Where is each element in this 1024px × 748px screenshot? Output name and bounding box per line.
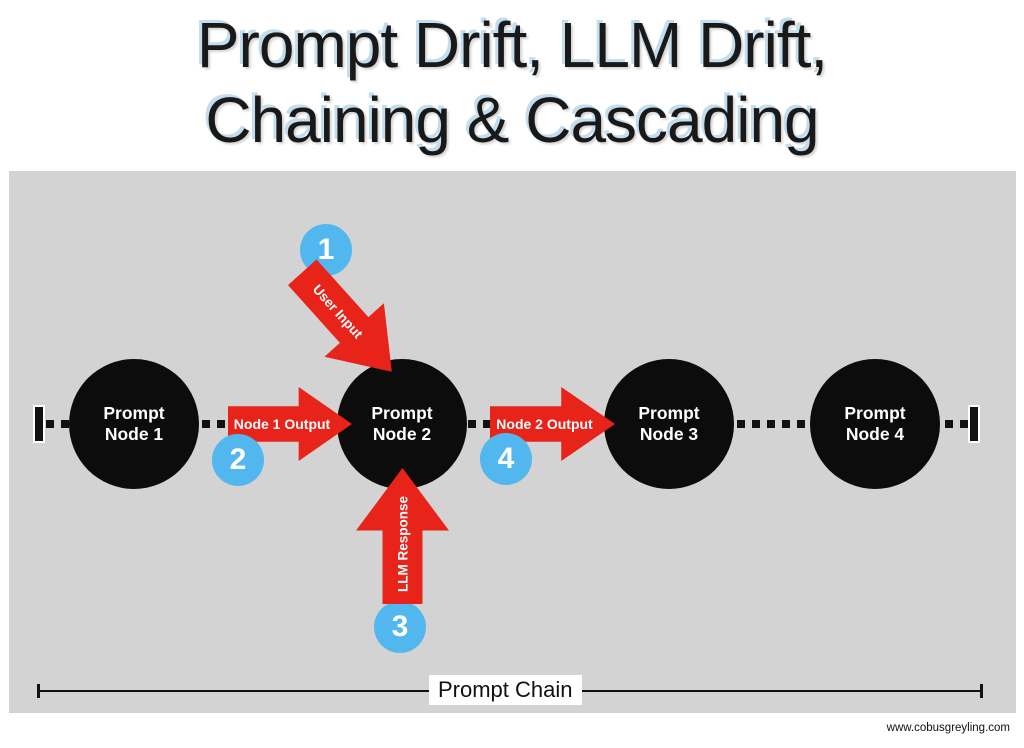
node-1-label-line1: Prompt (103, 403, 165, 423)
chain-dotted-segment (468, 420, 492, 428)
page-title-line1: Prompt Drift, LLM Drift, (196, 9, 828, 81)
node-1-label: Prompt Node 1 (69, 403, 199, 445)
prompt-chain-label: Prompt Chain (429, 675, 582, 705)
step-badge-2-number: 2 (229, 443, 247, 476)
step-badge-4: 4 (480, 433, 532, 485)
node-4-label-line2: Node 4 (845, 424, 905, 444)
chain-endcap-right (968, 405, 980, 443)
prompt-chain-span-tick-right (980, 684, 983, 698)
chain-endcap-left (33, 405, 45, 443)
chain-dotted-segment (945, 420, 971, 428)
node-4-label: Prompt Node 4 (810, 403, 940, 445)
node-1-label-line2: Node 1 (104, 424, 164, 444)
page-title-line2: Chaining & Cascading (205, 83, 819, 156)
node-3-label-line1: Prompt (638, 403, 700, 423)
step-badge-1-number: 1 (317, 233, 335, 266)
node-2-label: Prompt Node 2 (337, 403, 467, 445)
step-badge-3-number: 3 (391, 610, 409, 643)
chain-dotted-segment (46, 420, 70, 428)
node-4-label-line1: Prompt (844, 403, 906, 423)
node-3-label-line2: Node 3 (639, 424, 699, 444)
node-1-output-arrow-label: Node 1 Output (233, 416, 331, 432)
step-badge-4-number: 4 (497, 442, 515, 475)
prompt-chain-label-text: Prompt Chain (438, 677, 573, 702)
website-credit: www.cobusgreyling.com (886, 722, 1010, 734)
node-3-label: Prompt Node 3 (604, 403, 734, 445)
prompt-chain-span-tick-left (37, 684, 40, 698)
node-prompt-node-3: Prompt Node 3 (604, 359, 734, 489)
node-prompt-node-1: Prompt Node 1 (69, 359, 199, 489)
node-prompt-node-2: Prompt Node 2 (337, 359, 467, 489)
step-badge-3: 3 (374, 601, 426, 653)
step-badge-2: 2 (212, 434, 264, 486)
node-2-output-arrow-label: Node 2 Output (496, 416, 593, 432)
chain-dotted-segment (202, 420, 230, 428)
node-prompt-node-4: Prompt Node 4 (810, 359, 940, 489)
node-2-label-line1: Prompt (371, 403, 433, 423)
node-2-label-line2: Node 2 (372, 424, 432, 444)
chain-dotted-segment (737, 420, 809, 428)
llm-response-arrow-label: LLM Response (395, 496, 410, 593)
page-title: Prompt Drift, LLM Drift, Chaining & Casc… (0, 8, 1024, 158)
